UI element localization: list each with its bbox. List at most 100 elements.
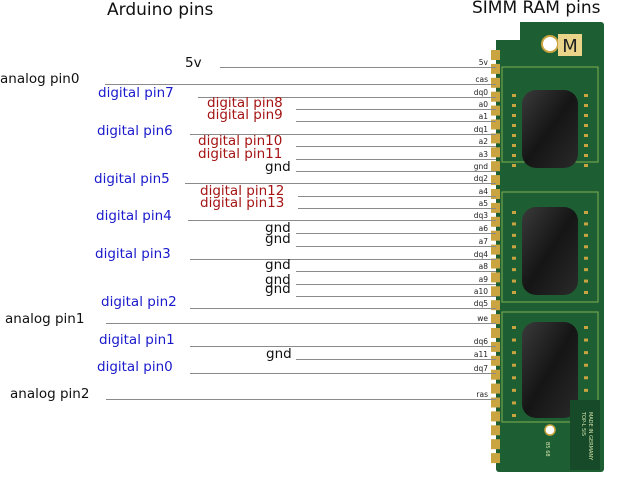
chip-pad: [584, 144, 588, 147]
simm-pin-label: a6: [478, 224, 488, 233]
arduino-label: digital pin12: [200, 183, 285, 199]
arduino-label: digital pin0: [97, 359, 173, 375]
simm-pin-label: a7: [478, 237, 488, 246]
arduino-label: gnd: [265, 257, 291, 273]
edge-contact: [491, 189, 500, 199]
connection-line: [190, 308, 496, 309]
simm-pin-label: a4: [478, 187, 488, 196]
edge-contact: [491, 258, 500, 269]
arduino-label: 5v: [185, 55, 202, 71]
module-text-3: B5 68: [544, 442, 550, 457]
chip-pad: [584, 291, 588, 294]
arduino-label: digital pin2: [101, 294, 177, 310]
label-area: [570, 400, 600, 470]
edge-contact: [491, 397, 500, 408]
chip-pad: [512, 279, 516, 283]
arduino-label: gnd: [265, 281, 291, 297]
memory-chip-1: [522, 90, 578, 168]
edge-contact: [491, 175, 500, 186]
simm-pin-label: cas: [475, 75, 488, 84]
simm-module-image: M TOP-L 5IS MADE IN GERMANY B5 68: [491, 22, 604, 472]
edge-contact: [491, 383, 500, 394]
simm-pin-label: we: [477, 314, 488, 323]
edge-contact: [491, 328, 500, 338]
chip-pad: [584, 376, 588, 380]
chip-pad: [512, 401, 516, 405]
chip-pad: [584, 134, 588, 137]
edge-contact: [491, 105, 500, 116]
arduino-label: digital pin8: [207, 95, 283, 111]
edge-contact: [491, 161, 500, 172]
module-text-2: MADE IN GERMANY: [587, 412, 593, 461]
chip-pad: [512, 94, 516, 97]
connection-line: [298, 196, 496, 197]
chip-pad: [584, 154, 588, 157]
edge-contact: [491, 50, 500, 60]
connection-line: [106, 323, 496, 324]
edge-contact: [491, 355, 500, 366]
edge-contact: [491, 63, 500, 74]
edge-contact: [491, 244, 500, 255]
chip-pad: [512, 351, 516, 355]
chip-pad: [584, 222, 588, 226]
edge-contact: [491, 147, 500, 158]
chip-pad: [584, 233, 588, 237]
simm-pin-label: dq2: [473, 174, 488, 183]
chip-pad: [584, 338, 588, 342]
simm-pin-label: a2: [478, 137, 488, 146]
simm-pin-label: dq0: [473, 88, 488, 97]
arduino-label: gnd: [266, 346, 292, 362]
chip-pad: [512, 338, 516, 342]
connection-line: [190, 259, 496, 260]
chip-pad: [512, 291, 516, 294]
edge-contact: [491, 77, 500, 88]
chip-pads: [512, 94, 588, 417]
simm-pin-label: 5v: [478, 58, 488, 67]
chip-pad: [512, 414, 516, 417]
chip-pad: [584, 94, 588, 97]
simm-pin-label: ras: [476, 390, 488, 399]
arduino-label: digital pin9: [207, 107, 283, 123]
edge-contact: [491, 300, 500, 311]
edge-contact: [491, 133, 500, 144]
chip-pad: [512, 144, 516, 147]
arduino-label: analog pin1: [5, 311, 85, 327]
chip-pad: [584, 279, 588, 283]
chip-pad: [584, 256, 588, 260]
simm-pin-label: a5: [478, 199, 488, 208]
chip-pad: [584, 388, 588, 392]
connection-line: [296, 271, 496, 272]
edge-contact: [491, 272, 500, 283]
edge-contact: [491, 202, 500, 213]
simm-pin-label: a8: [478, 262, 488, 271]
arduino-label: digital pin6: [97, 123, 173, 139]
arduino-label: digital pin11: [198, 146, 283, 162]
chip-outline-2: [501, 191, 599, 303]
chip-pad: [512, 376, 516, 380]
connection-line: [188, 220, 496, 221]
chip-pad: [584, 104, 588, 107]
edge-contact: [491, 411, 500, 422]
chip-pad: [512, 134, 516, 137]
simm-pin-label: dq3: [473, 211, 488, 220]
connection-line: [296, 121, 496, 122]
chip-pad: [512, 104, 516, 107]
chip-pad: [512, 268, 516, 272]
connection-line: [190, 373, 496, 374]
chip-pad: [512, 124, 516, 127]
chip-pad: [512, 363, 516, 367]
arduino-label: gnd: [265, 159, 291, 175]
connection-line: [296, 233, 496, 234]
connection-line: [220, 67, 496, 68]
chip-pad: [584, 326, 588, 329]
chip-pad: [584, 124, 588, 127]
simm-pin-label: a10: [473, 287, 488, 296]
chip-pad: [584, 268, 588, 272]
simm-pin-label: a9: [478, 275, 488, 284]
arduino-label: gnd: [265, 231, 291, 247]
simm-pin-label: a1: [478, 112, 488, 121]
chip-pad: [512, 164, 516, 167]
simm-pin-label: a11: [473, 350, 488, 359]
edge-contact: [491, 314, 500, 325]
arduino-label: digital pin3: [95, 246, 171, 262]
